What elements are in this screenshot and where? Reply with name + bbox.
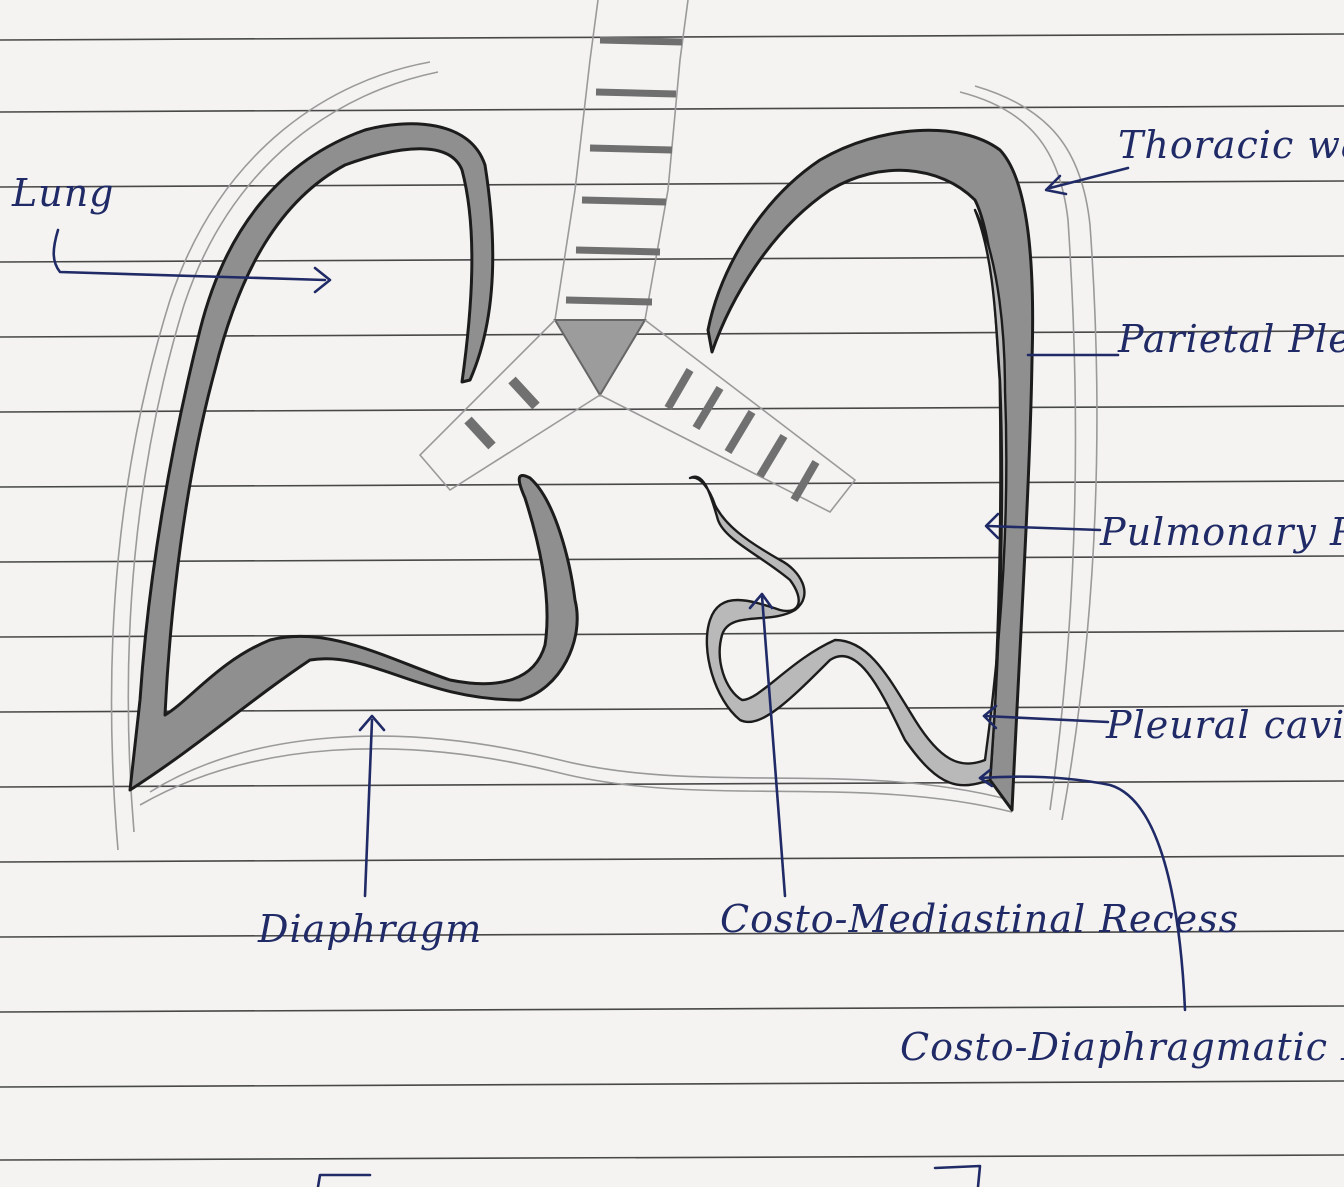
- bottom-marks: [318, 1166, 980, 1187]
- label-pleural-cavity: Pleural cavity: [1105, 703, 1344, 747]
- label-costo-mediastinal-recess: Costo-Mediastinal Recess: [720, 897, 1239, 941]
- label-costo-diaphragmatic-recess: Costo-Diaphragmatic Recess: [900, 1025, 1344, 1069]
- label-thoracic-wall: Thoracic wall: [1118, 123, 1344, 167]
- label-lung: Lung: [11, 171, 115, 215]
- left-lung: [130, 124, 577, 790]
- label-parietal-pleura: Parietal Pleura: [1117, 317, 1344, 361]
- ruled-lines: [0, 34, 1344, 1160]
- label-diaphragm: Diaphragm: [257, 907, 482, 951]
- label-pulmonary-pleura: Pulmonary Pleura: [1099, 510, 1344, 554]
- diagram-labels: Lung Thoracic wall Parietal Pleura Pulmo…: [11, 123, 1344, 1069]
